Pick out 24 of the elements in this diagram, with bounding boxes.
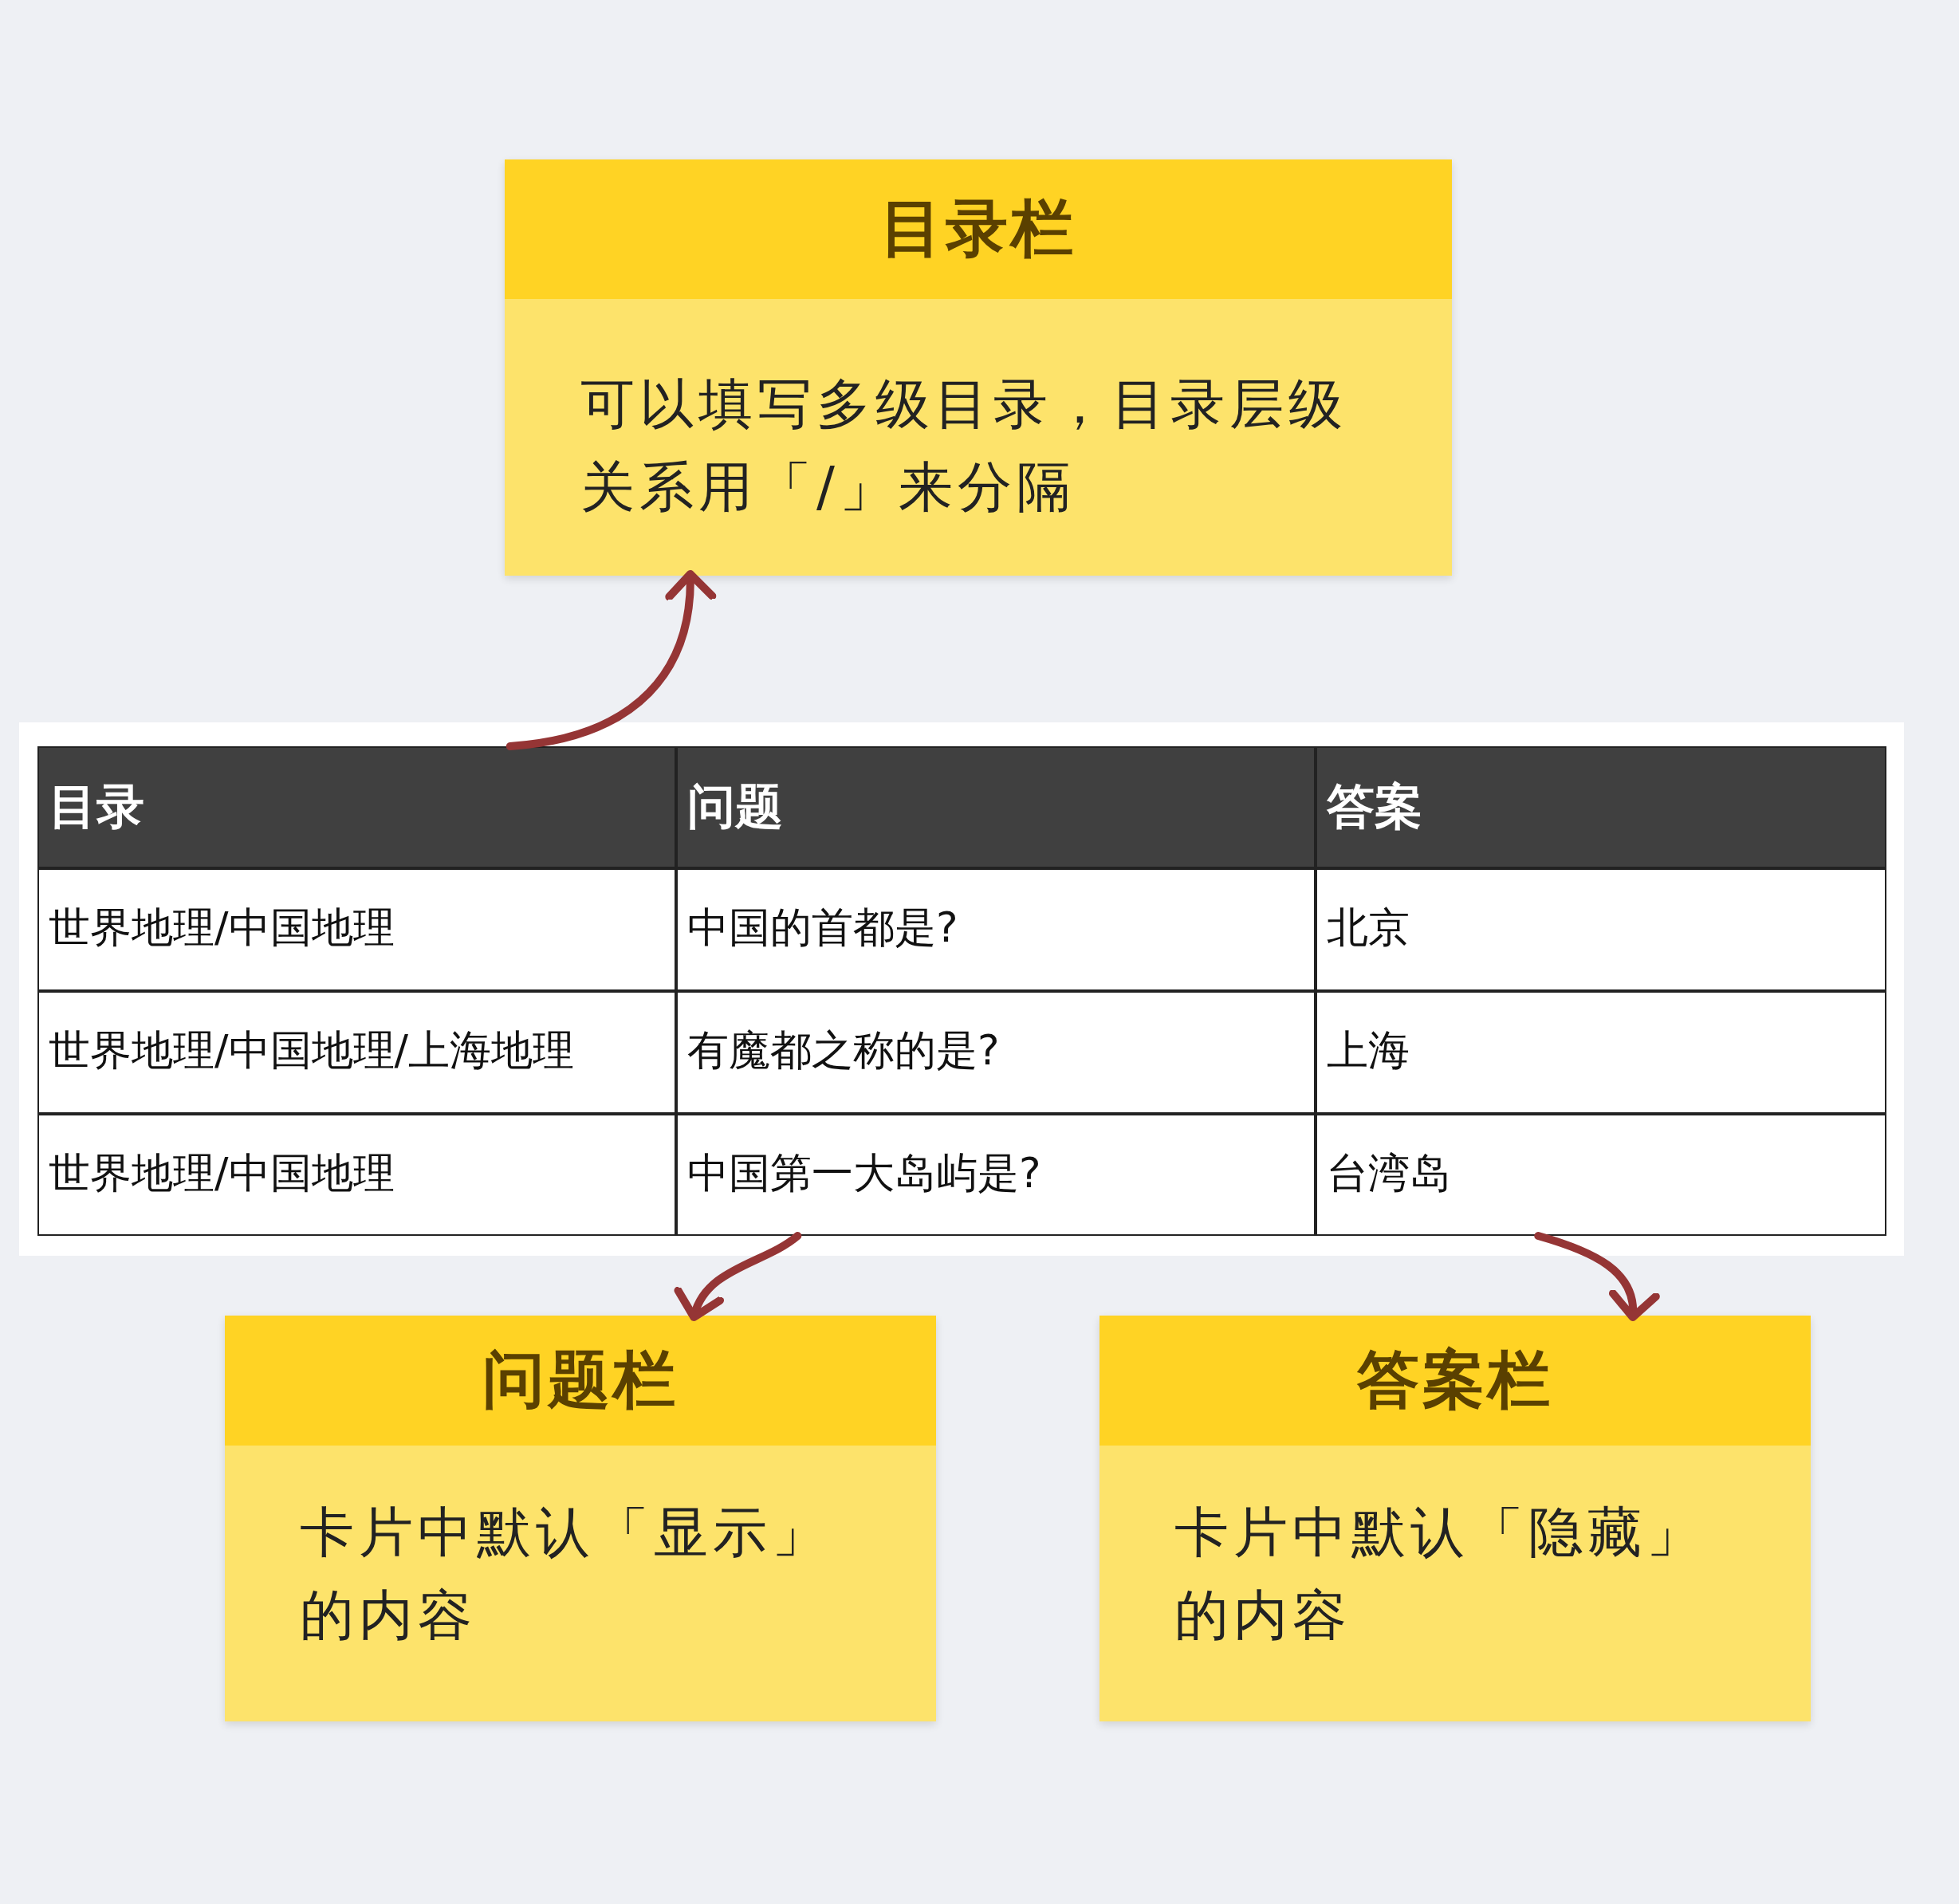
table-cell: 上海 <box>1316 991 1886 1114</box>
curved-arrow <box>1534 1232 1658 1321</box>
table-cell: 世界地理/中国地理 <box>37 1114 676 1236</box>
table-cell: 有魔都之称的是? <box>676 991 1316 1114</box>
card-heading: 答案栏 <box>1099 1316 1811 1446</box>
table-cell: 北京 <box>1316 868 1886 991</box>
table-cell: 世界地理/中国地理 <box>37 868 676 991</box>
note-card <box>225 1316 936 1721</box>
curved-arrow <box>505 570 715 750</box>
header-cell: 问题 <box>676 746 1316 868</box>
note-card <box>1099 1316 1811 1721</box>
table-cell: 中国的首都是? <box>676 868 1316 991</box>
card-text: 卡片中默认「隐藏」的内容 <box>1174 1500 1706 1648</box>
table-cell: 世界地理/中国地理/上海地理 <box>37 991 676 1114</box>
curved-arrow <box>676 1232 802 1321</box>
header-cell: 答案 <box>1316 746 1886 868</box>
card-text: 可以填写多级目录，目录层级关系用「/」来分隔 <box>580 372 1348 520</box>
card-heading: 问题栏 <box>225 1316 936 1446</box>
note-card <box>505 159 1452 576</box>
card-text: 卡片中默认「显示」的内容 <box>300 1500 832 1648</box>
table-cell: 中国第一大岛屿是? <box>676 1114 1316 1236</box>
header-cell: 目录 <box>37 746 676 868</box>
table-cell: 台湾岛 <box>1316 1114 1886 1236</box>
card-heading: 目录栏 <box>505 159 1452 299</box>
